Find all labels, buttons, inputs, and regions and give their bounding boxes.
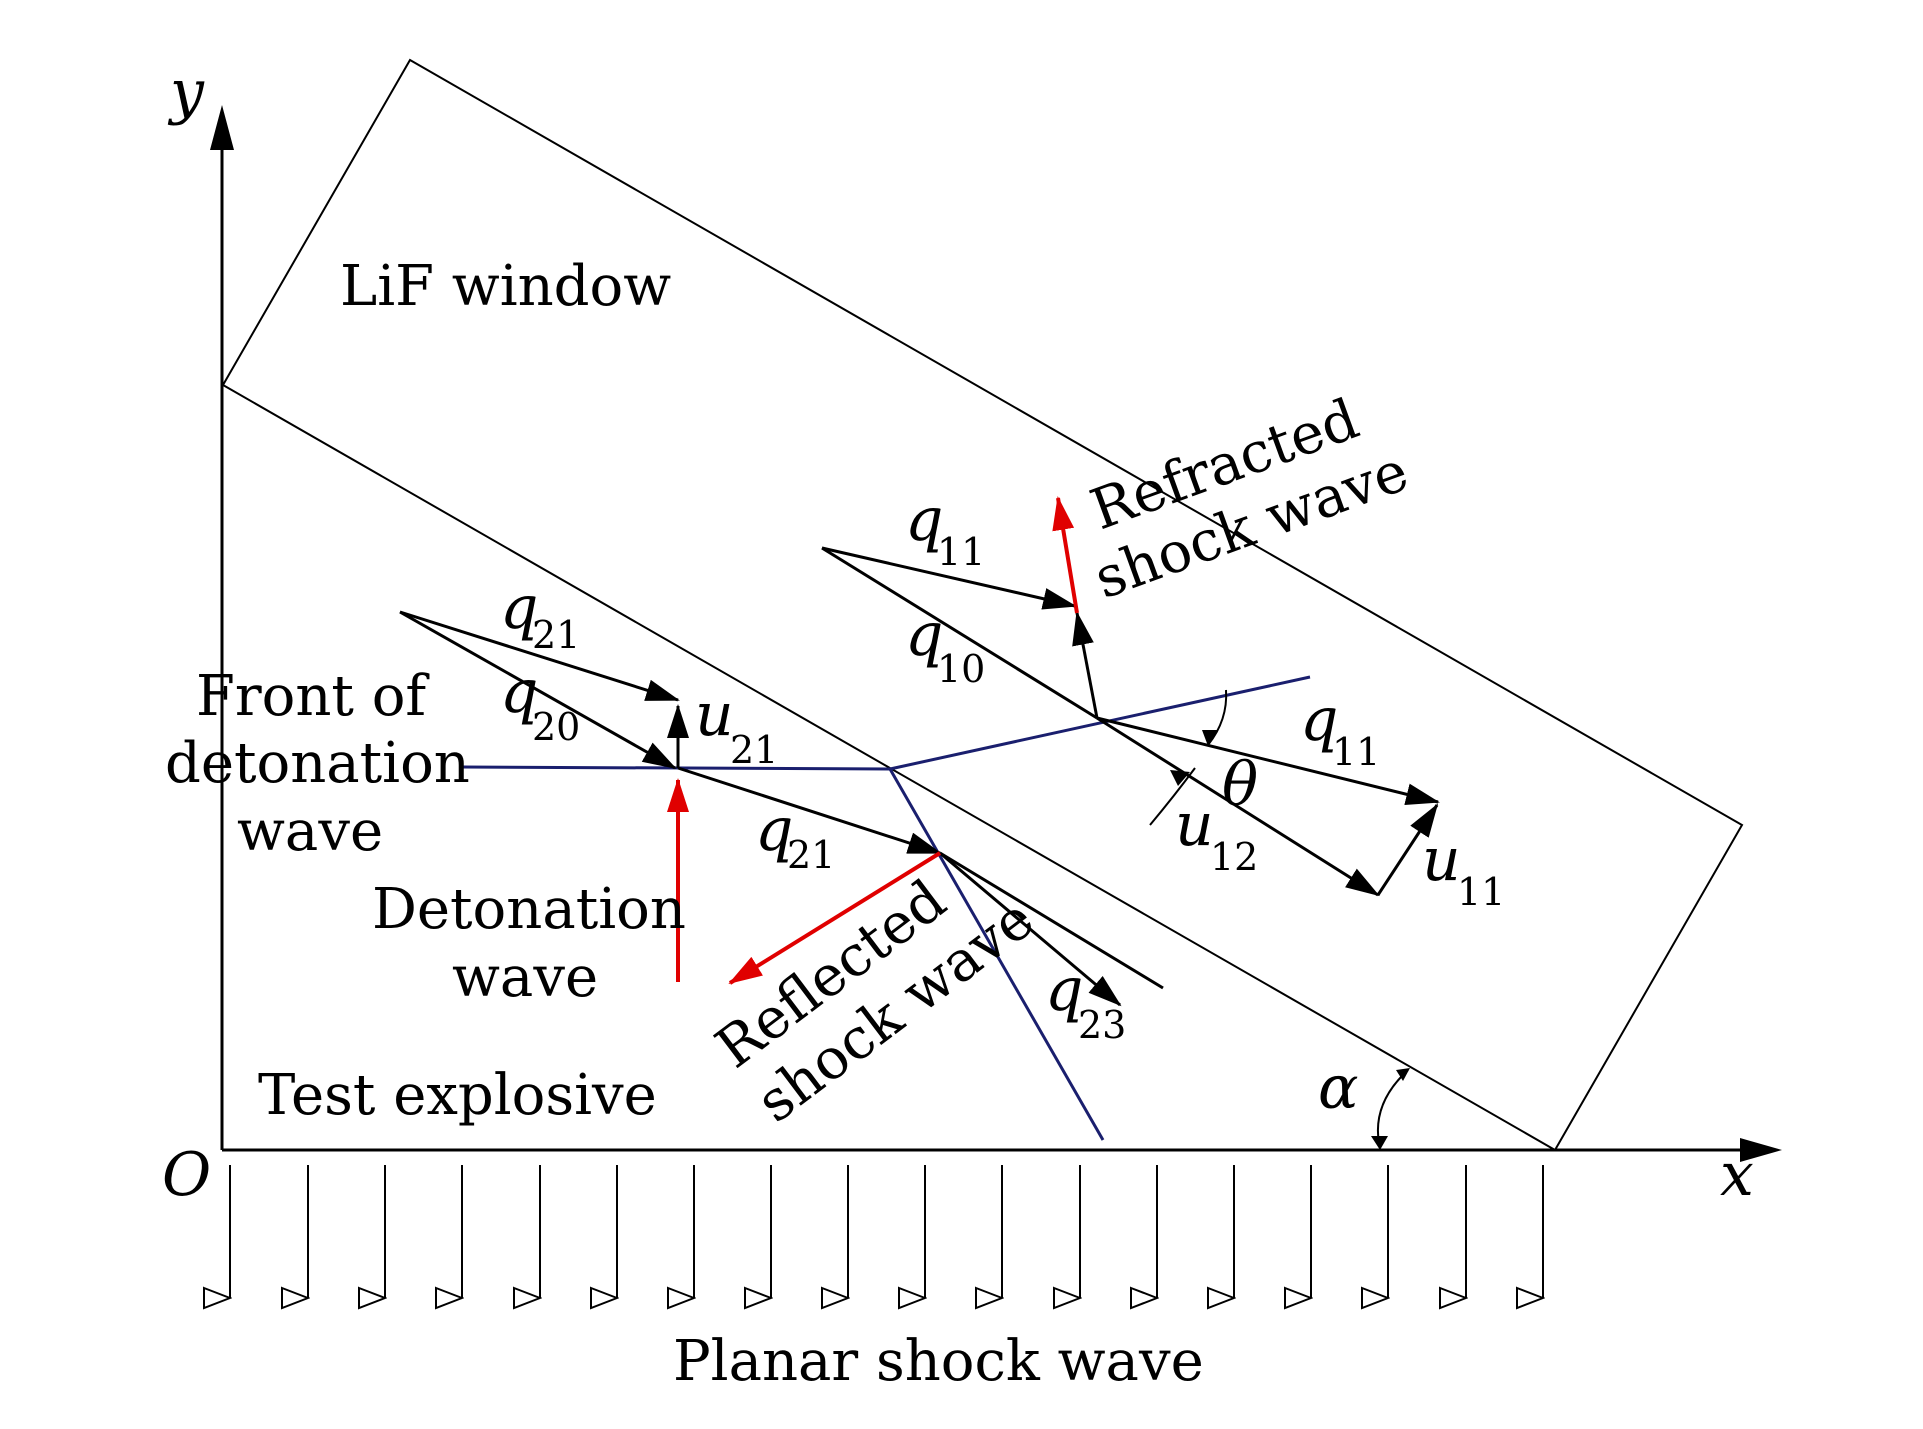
planar-shock-label: Planar shock wave [673, 1329, 1204, 1394]
front-label-line3: wave [237, 799, 383, 864]
alpha-arrow-bottom [1371, 1136, 1388, 1150]
svg-text:u: u [695, 680, 734, 750]
refracted-front-line [889, 675, 1311, 771]
theta-label: θ [1222, 750, 1258, 820]
u-upper-arrow [1072, 611, 1099, 719]
alpha-label: α [1318, 1053, 1359, 1123]
sym-q11-upper: q 11 [905, 485, 985, 574]
svg-text:q: q [755, 795, 793, 865]
theta-arc-lower [1149, 767, 1196, 826]
sym-u21: u 21 [695, 680, 778, 772]
svg-text:u: u [1175, 790, 1214, 860]
explosive-label: Test explosive [258, 1063, 657, 1128]
svg-text:21: 21 [730, 728, 778, 772]
svg-text:q: q [1045, 955, 1083, 1025]
q21-incoming-arrow [399, 610, 680, 702]
svg-text:11: 11 [1332, 730, 1380, 774]
q23-arrow [939, 851, 1122, 1007]
svg-text:u: u [1422, 825, 1461, 895]
q20-arrow [399, 610, 677, 770]
svg-text:q: q [500, 573, 538, 643]
sym-q21-upper: q 21 [500, 573, 580, 657]
alpha-arrow-top [1396, 1068, 1410, 1081]
svg-text:10: 10 [937, 647, 985, 691]
svg-text:q: q [905, 600, 943, 670]
sym-q21-lower: q 21 [755, 795, 835, 877]
sym-q10: q 10 [905, 600, 985, 691]
svg-text:21: 21 [532, 613, 580, 657]
detonation-label-line2: wave [452, 945, 598, 1010]
refracted-shock-arrow [1052, 496, 1079, 614]
reflected-shock-arrow [728, 851, 942, 985]
svg-text:q: q [905, 485, 943, 555]
sym-q11-lower: q 11 [1300, 685, 1380, 774]
detonation-front-line [461, 765, 891, 771]
svg-text:20: 20 [532, 705, 580, 749]
svg-text:11: 11 [937, 530, 985, 574]
transmitted-line [939, 851, 1164, 990]
svg-text:12: 12 [1210, 835, 1258, 879]
window-label: LiF window [340, 254, 671, 319]
detonation-label-line1: Detonation [372, 877, 686, 942]
theta-arrow-tip-lower [1170, 770, 1190, 786]
svg-text:23: 23 [1078, 1003, 1126, 1047]
svg-text:q: q [500, 657, 538, 727]
sym-q23: q 23 [1045, 955, 1126, 1047]
x-axis-label: x [1720, 1140, 1754, 1210]
q11-lower-arrow [1096, 716, 1440, 806]
svg-text:11: 11 [1457, 870, 1505, 914]
q11-upper-arrow [821, 546, 1077, 610]
front-label-line1: Front of [196, 664, 430, 729]
y-axis-label: y [167, 57, 205, 127]
u11-arrow [1376, 803, 1439, 896]
lif-window [221, 58, 1744, 1152]
reflected-front-line [888, 768, 1105, 1141]
front-label-line2: detonation [165, 731, 470, 796]
origin-label: O [162, 1140, 211, 1210]
planar-shock-arrows [230, 1165, 1543, 1298]
u12-arrow [1096, 716, 1380, 897]
svg-text:21: 21 [787, 833, 835, 877]
q21-outgoing-arrow [677, 766, 942, 855]
x-axis-arrowhead [1740, 1138, 1782, 1162]
y-axis-arrowhead [210, 105, 234, 150]
sym-u12: u 12 [1175, 790, 1258, 879]
sym-q20: q 20 [500, 657, 580, 749]
sym-u11: u 11 [1422, 825, 1505, 914]
theta-arrow-tip [1202, 730, 1218, 746]
svg-text:q: q [1300, 685, 1338, 755]
q10-arrow [821, 546, 1098, 720]
